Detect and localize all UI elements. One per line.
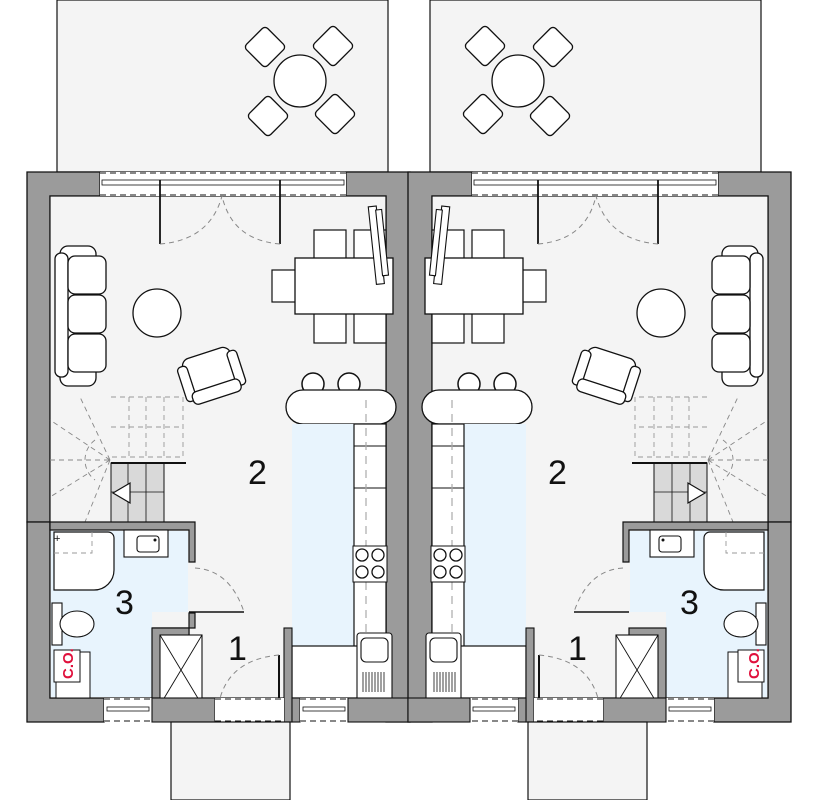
co-label: C.O. xyxy=(60,648,77,679)
room-label-3: 3 xyxy=(115,584,134,622)
co-label: C.O. xyxy=(746,648,763,679)
room-label-1: 1 xyxy=(228,630,247,668)
room-label-1: 1 xyxy=(568,630,587,668)
entrance-step xyxy=(170,721,291,800)
cooktop xyxy=(352,545,388,583)
armchair xyxy=(176,346,247,405)
shaft xyxy=(159,634,203,706)
kitchen-sink xyxy=(356,632,393,702)
terrace xyxy=(56,0,389,173)
dining-table xyxy=(271,205,394,344)
toilet xyxy=(51,602,95,646)
left-unit: + C.O. xyxy=(26,0,411,800)
right-unit xyxy=(407,0,792,800)
sofa xyxy=(54,245,107,387)
kitchen-island xyxy=(285,389,397,425)
right-unit-labels: 2 3 1 C.O. xyxy=(548,454,763,679)
washbasin xyxy=(123,529,169,558)
room-label-2: 2 xyxy=(548,454,567,492)
room-label-2: 2 xyxy=(248,454,267,492)
bathroom-wall xyxy=(49,521,196,563)
staircase xyxy=(49,396,186,523)
svg-text:+: + xyxy=(54,533,60,545)
terrace-table-set xyxy=(243,24,357,138)
shower xyxy=(53,531,115,591)
boiler: C.O. xyxy=(53,648,91,699)
coffee-table xyxy=(132,288,182,338)
kitchen-floor xyxy=(292,424,354,646)
room-label-3: 3 xyxy=(680,584,699,622)
